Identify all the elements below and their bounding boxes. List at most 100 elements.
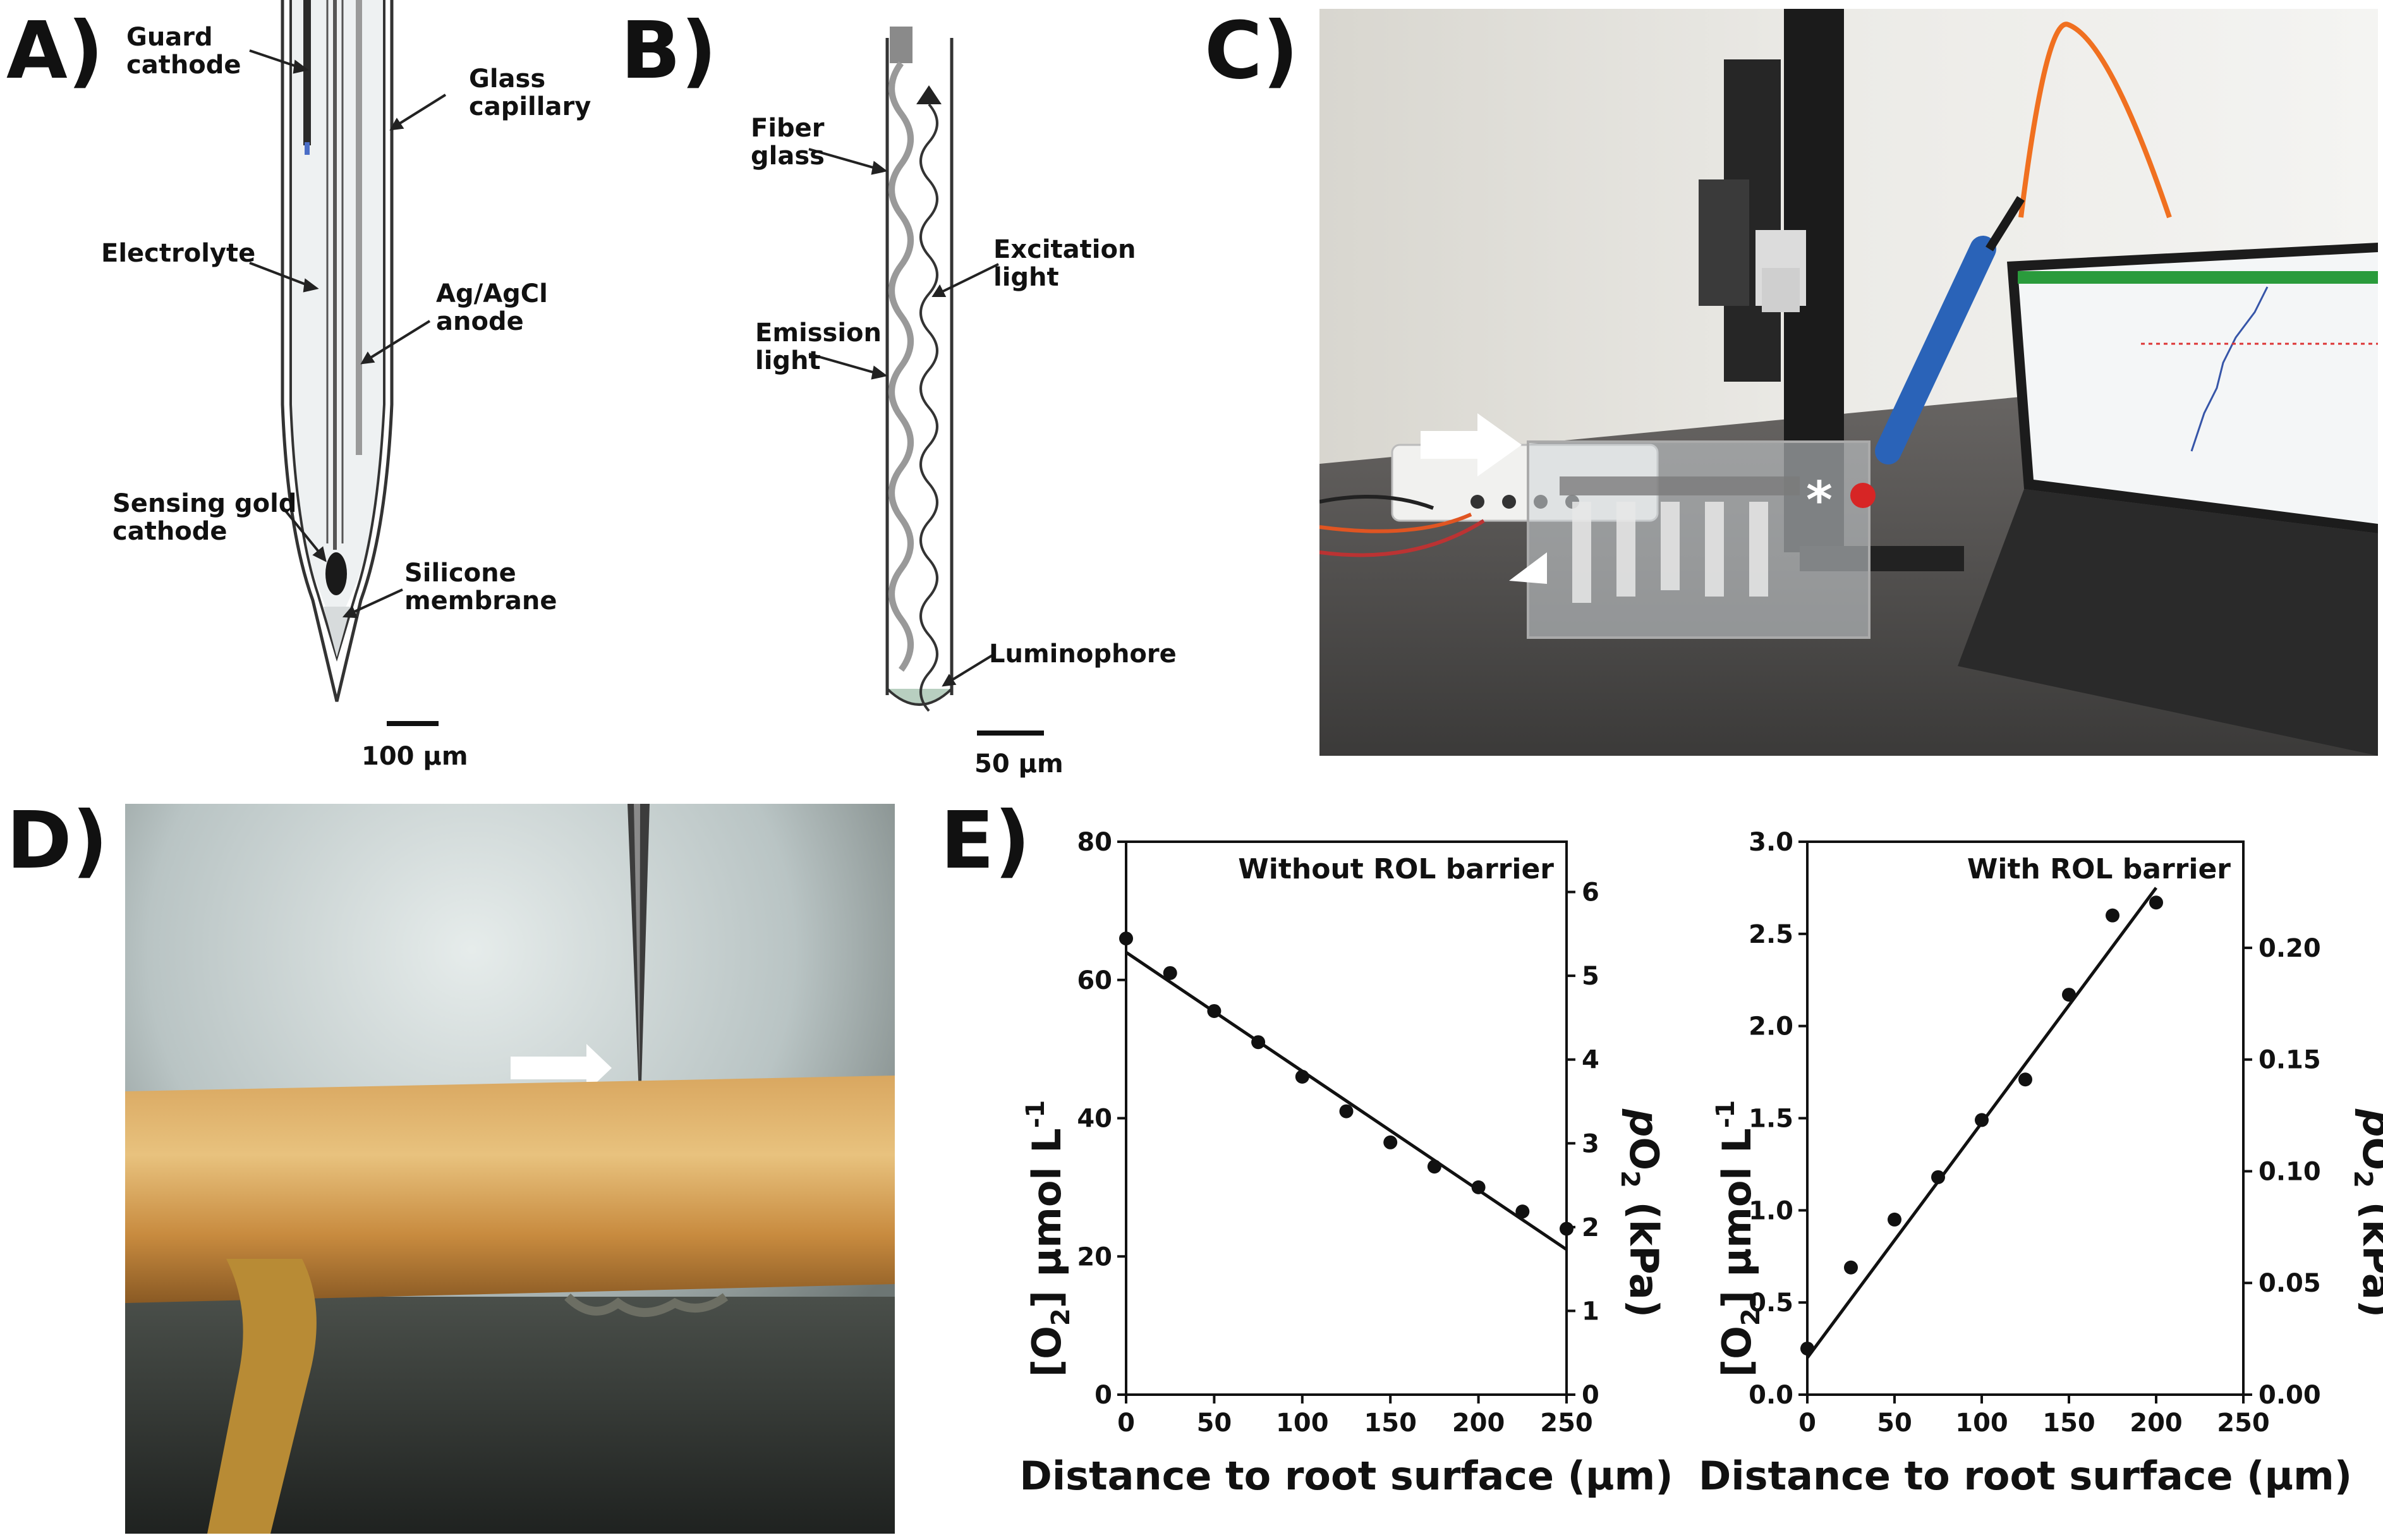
y-axis-title-right: pO2 (kPa) <box>1615 1108 1667 1318</box>
x-tick-label: 200 <box>1452 1409 1505 1438</box>
y-tick-label: 40 <box>1077 1105 1112 1134</box>
x-tick-label: 50 <box>1197 1409 1232 1438</box>
data-point <box>2062 988 2076 1002</box>
panel-a-letter: A) <box>6 5 104 97</box>
data-point <box>1800 1342 1814 1356</box>
panel-b-optode-diagram: Fiber glass Excitation light Emission li… <box>751 27 1177 779</box>
label-sensing-cathode-2: cathode <box>112 517 227 546</box>
lateral-root <box>207 1259 317 1534</box>
laptop-screen <box>2018 252 2378 524</box>
x-axis-title: Distance to root surface (µm) <box>1019 1453 1673 1499</box>
y-axis-title-left: [O2] µmol L-1 <box>1021 1100 1076 1377</box>
panel-e-letter: E) <box>940 795 1031 887</box>
y-tick-label: 1.0 <box>1749 1196 1793 1225</box>
sensing-gold-cathode <box>325 552 347 595</box>
x-tick-label: 250 <box>1540 1409 1593 1438</box>
x-tick-label: 0 <box>1798 1409 1816 1438</box>
y2-tick-label: 1 <box>1582 1297 1599 1326</box>
y2-tick-label: 6 <box>1582 878 1599 907</box>
fit-line <box>1125 950 1568 1251</box>
label-guard-cathode-1: Guard <box>126 23 213 52</box>
data-point <box>1383 1135 1398 1149</box>
svg-text:pO2 (kPa): pO2 (kPa) <box>2348 1108 2383 1318</box>
silicone-membrane <box>324 607 351 657</box>
data-point <box>1888 1212 1901 1227</box>
label-excitation-1: Excitation <box>993 235 1136 264</box>
data-point <box>1427 1160 1441 1174</box>
plot-frame <box>1806 840 2245 1396</box>
panel-d-photo <box>125 804 895 1534</box>
label-membrane-1: Silicone <box>404 559 516 588</box>
data-point <box>1515 1204 1530 1219</box>
excitation-light-wave <box>919 103 938 712</box>
data-point <box>1119 931 1133 946</box>
x-tick-label: 200 <box>2130 1409 2183 1438</box>
scale-label-a: 100 µm <box>361 742 468 771</box>
y2-tick-label: 0.10 <box>2259 1157 2321 1186</box>
light-source <box>916 85 942 104</box>
label-excitation-2: light <box>993 263 1059 292</box>
y2-tick-label: 3 <box>1582 1129 1599 1158</box>
y2-tick-label: 4 <box>1582 1046 1599 1075</box>
x-tick-label: 100 <box>1276 1409 1329 1438</box>
label-sensing-cathode-1: Sensing gold <box>112 489 296 518</box>
photo-arrow-upper <box>1421 413 1522 476</box>
y-tick-label: 80 <box>1077 828 1112 857</box>
label-fiber-glass-1: Fiber <box>751 114 825 143</box>
y-tick-label: 0.0 <box>1749 1381 1793 1410</box>
x-tick-label: 100 <box>1955 1409 2008 1438</box>
y2-tick-label: 2 <box>1582 1213 1599 1242</box>
data-point <box>2106 908 2119 923</box>
y-tick-label: 1.5 <box>1749 1105 1793 1134</box>
panel-c-photo: * <box>1319 9 2378 756</box>
detector-box <box>890 27 913 63</box>
y-tick-label: 2.5 <box>1749 920 1793 949</box>
main-root <box>125 1076 895 1303</box>
data-point <box>2149 895 2163 910</box>
data-point <box>1339 1104 1354 1119</box>
data-point <box>1471 1180 1486 1194</box>
y-axis-title-right: pO2 (kPa) <box>2348 1108 2383 1318</box>
emission-light-wave <box>888 61 914 672</box>
label-emission-2: light <box>755 346 821 375</box>
y-tick-label: 2.0 <box>1749 1012 1793 1041</box>
y-axis-title-left: [O2] µmol L-1 <box>1711 1100 1766 1377</box>
needle-arrow <box>511 1044 612 1092</box>
data-point <box>2018 1072 2032 1087</box>
x-tick-label: 150 <box>2042 1409 2095 1438</box>
label-fiber-glass-2: glass <box>751 142 825 171</box>
y2-tick-label: 5 <box>1582 962 1599 991</box>
y2-tick-label: 0.15 <box>2259 1046 2321 1075</box>
svg-text:[O2] µmol L-1: [O2] µmol L-1 <box>1711 1100 1766 1377</box>
y2-tick-label: 0.05 <box>2259 1269 2321 1298</box>
chart-with-rol-barrier: [O2] µmol L-1 pO2 (kPa) 0501001502002500… <box>1699 828 2383 1499</box>
label-electrolyte: Electrolyte <box>101 239 255 268</box>
x-tick-label: 250 <box>2217 1409 2270 1438</box>
data-point <box>1844 1260 1858 1275</box>
label-guard-cathode-2: cathode <box>126 51 241 80</box>
label-glass-capillary-1: Glass <box>469 64 545 94</box>
chart-inset-title: Without ROL barrier <box>1238 853 1554 885</box>
x-axis-title: Distance to root surface (µm) <box>1699 1453 2352 1499</box>
y-tick-label: 20 <box>1077 1242 1112 1271</box>
blue-sensor-holder <box>1875 236 1996 464</box>
label-luminophore: Luminophore <box>989 640 1177 669</box>
data-point <box>1207 1003 1222 1018</box>
svg-text:[O2] µmol L-1: [O2] µmol L-1 <box>1021 1100 1076 1377</box>
panel-d-letter: D) <box>6 795 108 887</box>
sensing-wire <box>333 0 337 550</box>
y-tick-label: 0.5 <box>1749 1288 1793 1318</box>
y2-tick-label: 0.20 <box>2259 934 2321 963</box>
photo-arrow-lower <box>1509 552 1547 584</box>
panel-a-electrode-diagram: Guard cathode Glass capillary Electrolyt… <box>101 0 591 771</box>
y-tick-label: 0 <box>1094 1381 1112 1410</box>
data-point <box>1163 966 1177 980</box>
anode-wire <box>356 0 362 455</box>
label-anode-1: Ag/AgCl <box>436 279 548 308</box>
data-point <box>1931 1170 1945 1184</box>
y2-tick-label: 0 <box>1582 1381 1599 1410</box>
chart-inset-title: With ROL barrier <box>1967 853 2231 885</box>
data-point <box>1251 1035 1266 1050</box>
guard-cathode <box>303 0 311 145</box>
